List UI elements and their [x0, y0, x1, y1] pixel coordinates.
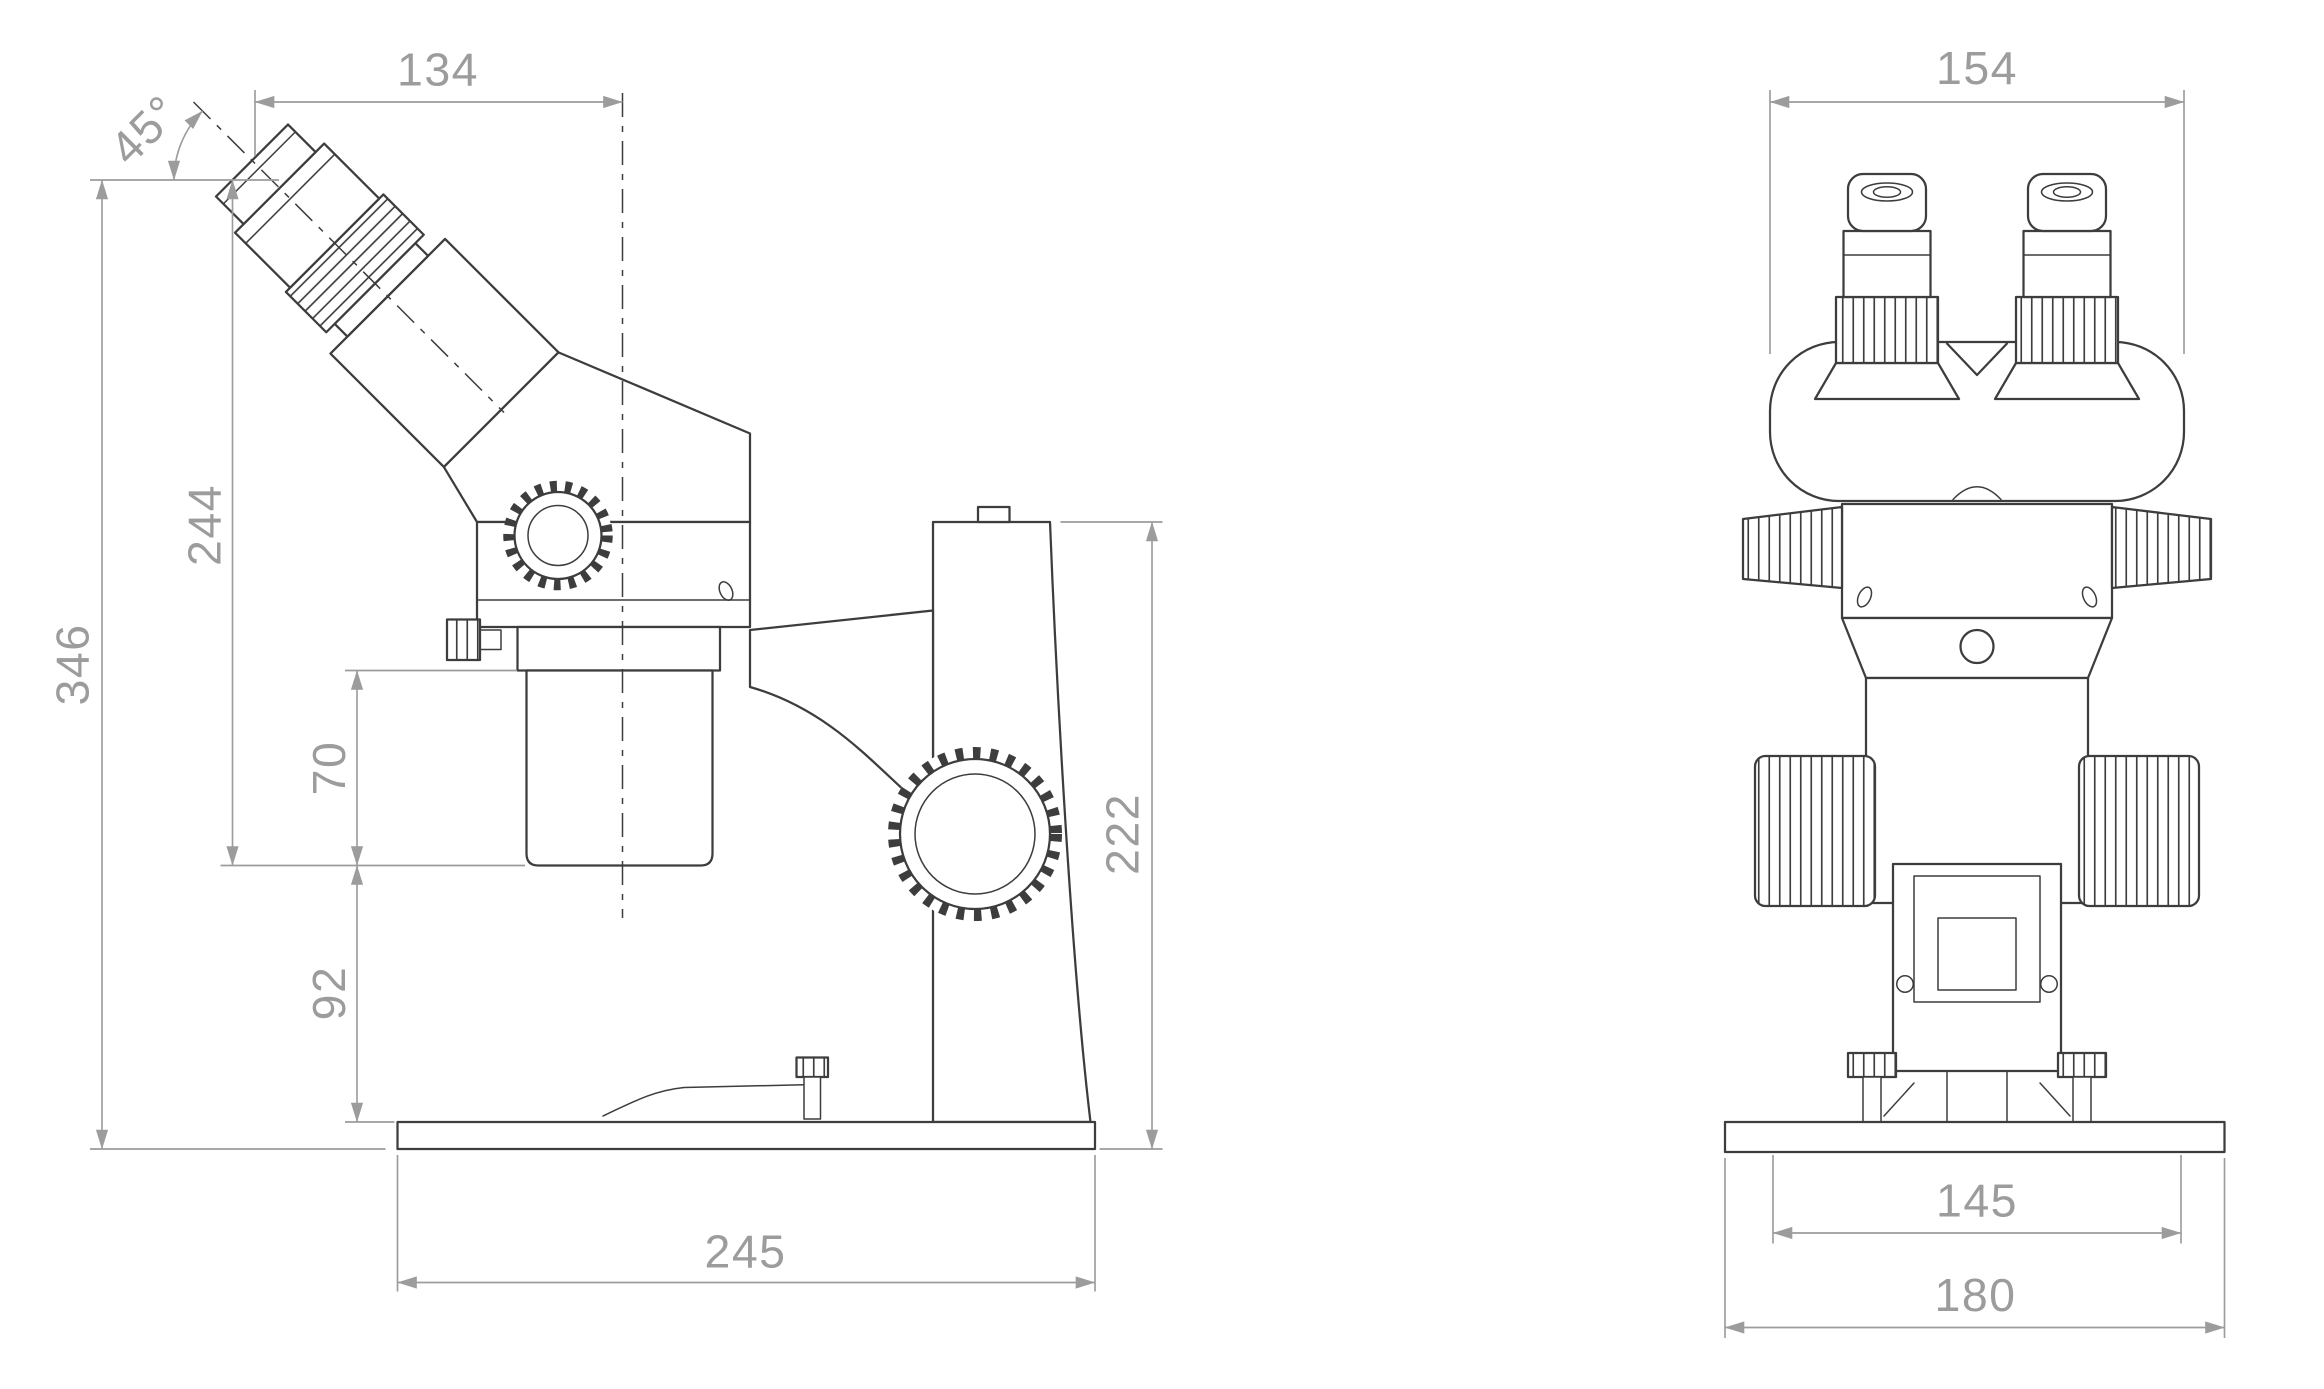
dimensions-front: 154 145 180	[1724, 42, 2226, 1338]
front-view: 154 145 180	[1723, 42, 2226, 1338]
focus-bracket	[1891, 862, 2063, 1123]
column-top-tab	[976, 505, 1011, 524]
objective-barrel	[525, 669, 714, 867]
side-view: 134 45° 244 346 70 92 245 222	[47, 44, 1163, 1292]
body-band	[1840, 502, 2114, 620]
dim-label-134: 134	[397, 44, 479, 96]
eyepiece-left-barrel	[1842, 229, 1932, 299]
body-taper	[1840, 616, 2114, 680]
band-screw-left	[1856, 586, 1873, 608]
dim-label-154: 154	[1936, 42, 2018, 94]
focus-knob-front-left	[1753, 754, 1877, 908]
zoom-knob-knurl-ring	[503, 480, 613, 591]
clip-screw-front-left-head	[1846, 1051, 1898, 1079]
bracket-screw-left	[1896, 975, 1915, 993]
focus-knob-large	[888, 747, 1063, 921]
focus-knob-knurl-ring	[888, 747, 1063, 921]
eyepiece-mount-left	[1813, 361, 1961, 401]
dim-label-92: 92	[303, 966, 355, 1021]
clip-screw-front-left-stem	[1862, 1076, 1882, 1123]
eyepiece-left-knurl	[1834, 295, 1940, 365]
stage-clip	[602, 1083, 816, 1117]
head-bottom-junction	[1952, 486, 2002, 501]
eyepiece-mount-right	[1993, 361, 2141, 401]
dim-label-245: 245	[704, 1226, 786, 1278]
body-pin	[1959, 628, 1995, 665]
focus-knob-front-right	[2077, 754, 2201, 908]
screw-hole	[718, 581, 734, 601]
diopter-knob-right	[2110, 505, 2213, 590]
eyepiece-right-eyecup	[2026, 172, 2108, 233]
eyepiece-left-eyecup	[1846, 172, 1928, 233]
dimensions-side: 134 45° 244 346 70 92 245 222	[47, 44, 1163, 1292]
bracket-screw-right	[2040, 975, 2059, 993]
dim-arc-45deg	[167, 110, 204, 181]
clip-screw-front-right-head	[2056, 1051, 2108, 1079]
objective-mount	[516, 625, 722, 672]
diopter-knob-left	[1741, 505, 1844, 590]
base-plate-front	[1723, 1120, 2226, 1154]
head-top-notch	[1945, 342, 2009, 377]
clip-screw-stem	[803, 1076, 822, 1120]
dim-label-145: 145	[1936, 1175, 2018, 1227]
dim-label-244: 244	[179, 484, 231, 566]
eyepiece-right-barrel	[2022, 229, 2112, 299]
dim-label-180: 180	[1934, 1269, 2016, 1321]
eyepiece-left	[1834, 172, 1940, 365]
clip-screw-head	[795, 1056, 830, 1079]
dim-label-346: 346	[47, 623, 99, 705]
binocular-head	[1768, 340, 2186, 503]
stage-clip-screws	[1846, 1051, 2108, 1123]
band-screw-right	[2081, 586, 2098, 608]
clamp-screw-knob	[445, 618, 482, 662]
clip-screw-front-right-stem	[2072, 1076, 2092, 1123]
dim-label-222: 222	[1097, 793, 1149, 875]
eyepiece-right-knurl	[2014, 295, 2120, 365]
clamp-screw-stem	[479, 629, 502, 651]
base-plate-side	[396, 1120, 1097, 1151]
zoom-knob	[503, 480, 613, 591]
dim-label-70: 70	[303, 741, 355, 796]
eyepiece-right	[2014, 172, 2120, 365]
